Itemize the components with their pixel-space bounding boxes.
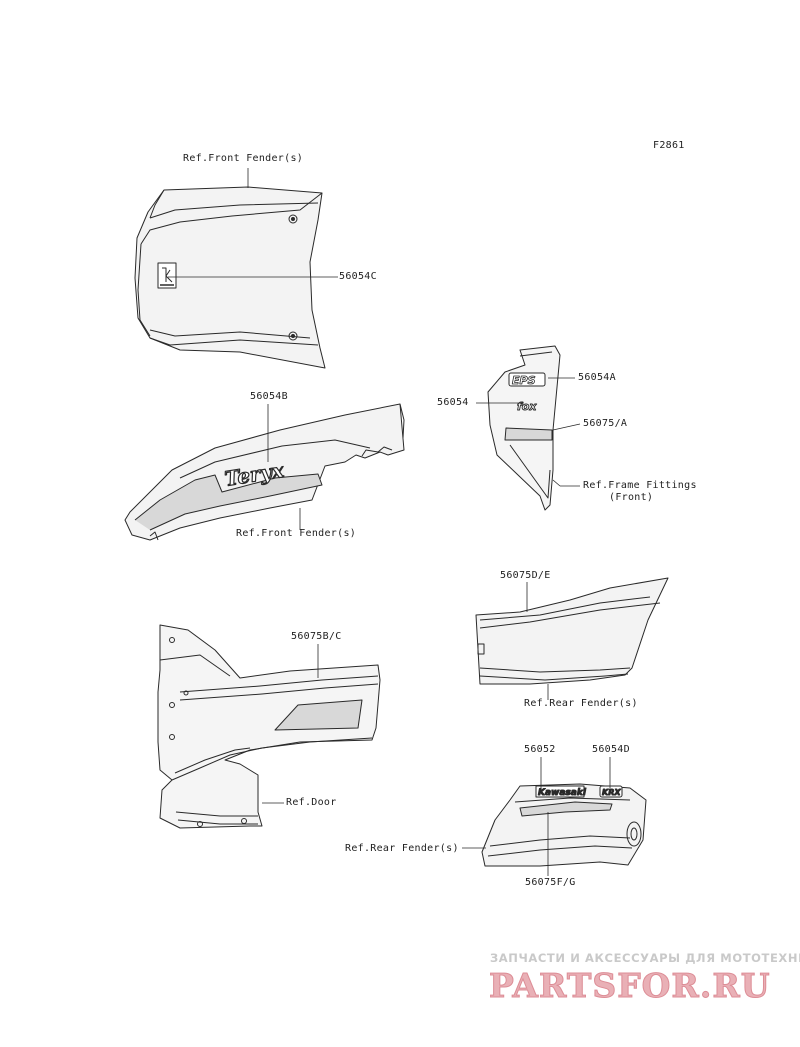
label-ref-frame-fittings-front: (Front) (609, 492, 654, 503)
label-56054d: 56054D (592, 744, 630, 755)
label-ref-rear-fender-1: Ref.Rear Fender(s) (524, 698, 638, 709)
frame-fitting-front: EPS fox (487, 345, 561, 511)
label-ref-rear-fender-2: Ref.Rear Fender(s) (345, 843, 459, 854)
label-56075a: 56075/A (583, 418, 628, 429)
label-56075bc: 56075B/C (291, 631, 342, 642)
eps-decal: EPS (512, 374, 536, 387)
watermark-logo: PARTSFOR.RU (489, 966, 771, 1006)
label-56054a: 56054A (578, 372, 616, 383)
rear-fender-lower: Kawasaki KRX (481, 783, 647, 867)
fox-decal: fox (517, 400, 537, 413)
label-56054: 56054 (437, 397, 469, 408)
label-ref-door: Ref.Door (286, 797, 337, 808)
front-hood-panel (134, 186, 326, 369)
label-56054c: 56054C (339, 271, 377, 282)
krx-decal: KRX (602, 788, 621, 797)
figure-code: F2861 (653, 140, 685, 151)
label-56052: 56052 (524, 744, 556, 755)
label-ref-front-fender-mid: Ref.Front Fender(s) (236, 528, 357, 539)
rear-fender-upper (475, 577, 669, 685)
label-56075de: 56075D/E (500, 570, 551, 581)
kawasaki-decal: Kawasaki (538, 788, 587, 798)
label-ref-frame-fittings: Ref.Frame Fittings (583, 480, 697, 491)
label-56054b: 56054B (250, 391, 288, 402)
label-56075fg: 56075F/G (525, 877, 576, 888)
front-fender-side: Teryx (124, 403, 405, 541)
watermark-tagline: ЗАПЧАСТИ И АКСЕССУАРЫ ДЛЯ МОТОТЕХНИКИ (490, 951, 800, 965)
label-ref-front-fender-top: Ref.Front Fender(s) (183, 153, 304, 164)
leader-lines (168, 168, 611, 876)
side-door-panel (157, 624, 381, 829)
